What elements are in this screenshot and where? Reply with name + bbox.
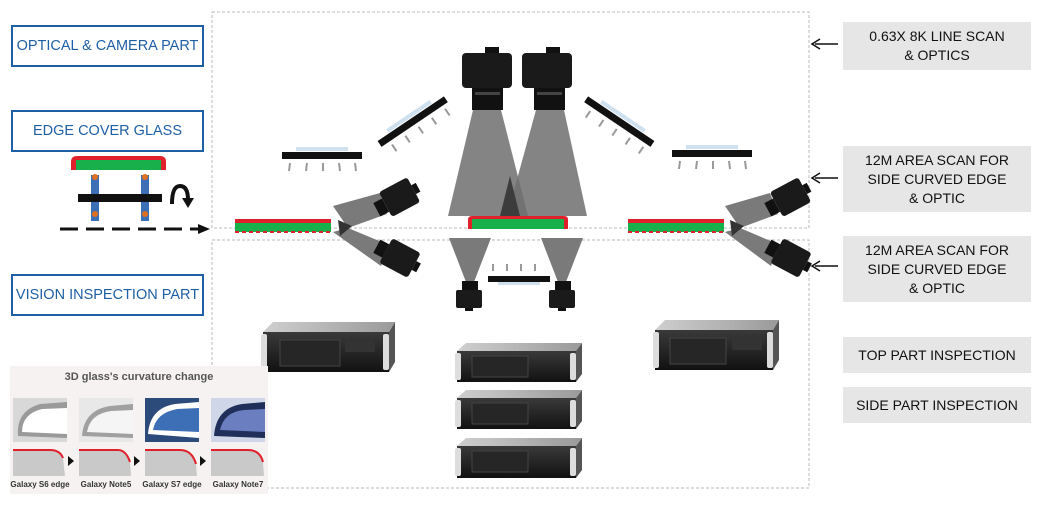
center-glass bbox=[468, 216, 568, 229]
vision-region-frame bbox=[211, 239, 810, 489]
model-label-s7-edge: Galaxy S7 edge bbox=[142, 480, 202, 489]
edge-cover-glass-label: EDGE COVER GLASS bbox=[11, 110, 204, 152]
inset-title: 3D glass's curvature change bbox=[64, 371, 214, 383]
side-part-inspection-label: SIDE PART INSPECTION bbox=[843, 387, 1031, 423]
server-rack-center-1 bbox=[455, 343, 582, 382]
line-scan-cone-right bbox=[507, 110, 587, 216]
input-arrow bbox=[198, 224, 210, 234]
area-scan-bottom-label: 12M AREA SCAN FOR SIDE CURVED EDGE & OPT… bbox=[843, 236, 1031, 302]
bottom-light-bar bbox=[488, 264, 550, 285]
line-scan-camera-left bbox=[462, 47, 512, 110]
curvature-change-inset: 3D glass's curvature change bbox=[10, 366, 268, 494]
area-camera-right-upper bbox=[764, 178, 812, 217]
edge-cover-glass-fixture bbox=[71, 156, 194, 221]
area-camera-left-lower bbox=[373, 239, 421, 277]
light-bar-left-tilted bbox=[377, 96, 451, 152]
light-bar-left-flat bbox=[282, 147, 362, 172]
area-camera-left-upper bbox=[373, 178, 421, 217]
bottom-cone-right bbox=[541, 238, 583, 282]
bottom-camera-left bbox=[456, 281, 482, 311]
server-rack-center-2 bbox=[455, 390, 582, 429]
model-label-note7: Galaxy Note7 bbox=[212, 480, 264, 489]
server-rack-left bbox=[261, 322, 395, 372]
phone-image-s6-edge bbox=[13, 398, 67, 442]
bottom-camera-right bbox=[549, 281, 575, 311]
model-label-s6-edge: Galaxy S6 edge bbox=[10, 480, 70, 489]
area-scan-top-label: 12M AREA SCAN FOR SIDE CURVED EDGE & OPT… bbox=[843, 146, 1031, 212]
bottom-cone-left bbox=[449, 238, 491, 282]
line-scan-camera-right bbox=[522, 47, 572, 110]
light-bar-right-tilted bbox=[584, 96, 655, 155]
profile-note5 bbox=[79, 449, 131, 476]
top-part-inspection-label: TOP PART INSPECTION bbox=[843, 337, 1031, 373]
vision-inspection-part-label: VISION INSPECTION PART bbox=[11, 274, 204, 316]
model-label-note5: Galaxy Note5 bbox=[80, 480, 132, 489]
profile-s7-edge bbox=[145, 449, 197, 476]
server-rack-center-3 bbox=[455, 438, 582, 478]
side-cone-right-lower bbox=[725, 228, 780, 266]
side-cone-left-lower bbox=[333, 228, 389, 266]
right-glass bbox=[628, 219, 724, 233]
light-bar-right-flat bbox=[672, 145, 752, 170]
phone-image-s7-edge bbox=[145, 398, 199, 442]
inset-artwork bbox=[13, 398, 265, 476]
profile-s6-edge bbox=[13, 449, 65, 476]
pointer-arrows bbox=[810, 38, 838, 272]
phone-image-note7 bbox=[211, 398, 265, 442]
area-camera-right-lower bbox=[764, 239, 812, 277]
left-glass bbox=[235, 219, 331, 233]
profile-note7 bbox=[211, 449, 264, 476]
phone-image-note5 bbox=[79, 398, 133, 442]
server-rack-right bbox=[653, 320, 779, 370]
side-cone-left-upper bbox=[333, 193, 387, 228]
line-scan-optics-label: 0.63X 8K LINE SCAN & OPTICS bbox=[843, 22, 1031, 70]
optical-camera-part-label: OPTICAL & CAMERA PART bbox=[11, 25, 204, 67]
side-cone-right-upper bbox=[725, 193, 778, 228]
